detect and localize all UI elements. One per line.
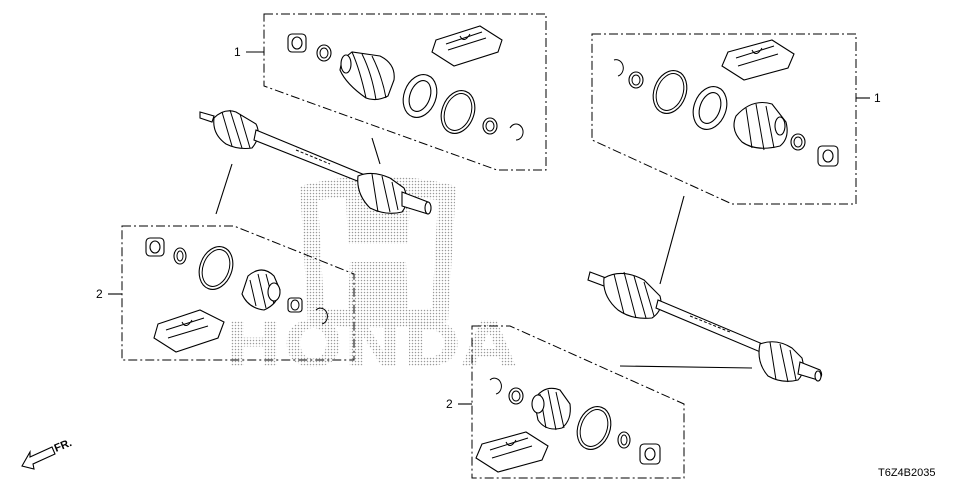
snap-ring: [489, 377, 502, 395]
boot-band: [652, 70, 688, 114]
grease-packet: [431, 25, 503, 67]
joint-boot: [531, 387, 571, 431]
small-band: [287, 297, 303, 313]
lock-nut: [145, 237, 165, 257]
snap-ring: [509, 123, 524, 141]
circlip: [790, 133, 806, 151]
callout-label: 2: [96, 287, 103, 301]
leader-line: [215, 163, 233, 215]
snap-ring: [613, 59, 624, 77]
circlip: [173, 247, 187, 265]
callout-label: 2: [446, 397, 453, 411]
kit-box: [263, 13, 547, 171]
small-band: [508, 387, 524, 405]
kit1-top-left: 1: [234, 13, 547, 171]
joint-boot: [339, 51, 395, 101]
cv-joint-housing: [402, 74, 438, 118]
diagram-code: T6Z4B2035: [878, 467, 935, 479]
circlip: [617, 431, 631, 449]
kit-box: [471, 325, 685, 479]
boot-band: [576, 406, 612, 450]
grease-packet: [721, 39, 795, 81]
driveshaft-left: [199, 109, 432, 215]
kit2-bottom: 2: [446, 325, 685, 479]
front-label: FR.: [53, 437, 74, 455]
kit-box: [591, 33, 857, 205]
honda-watermark: HONDA: [224, 176, 516, 381]
leader-line: [659, 195, 685, 285]
joint-boot: [241, 269, 281, 311]
kit1-top-right: 1: [591, 33, 881, 205]
leader-line: [371, 137, 381, 165]
small-band: [628, 71, 644, 89]
callout-label: 1: [874, 91, 881, 105]
honda-wordmark: HONDA: [224, 308, 516, 381]
grease-packet: [153, 309, 225, 353]
lock-nut: [639, 443, 661, 465]
kit-box: [121, 225, 355, 361]
front-direction-arrow: FR.: [21, 437, 74, 470]
boot-band: [440, 90, 476, 134]
lock-nut: [817, 145, 839, 167]
kit2-left: 2: [96, 225, 355, 361]
joint-boot: [733, 101, 788, 151]
snap-ring: [315, 307, 328, 325]
boot-band: [198, 246, 234, 290]
small-band: [482, 117, 498, 135]
callout-label: 1: [234, 45, 241, 59]
driveshaft-right: [587, 271, 823, 383]
cv-joint-housing: [692, 86, 728, 130]
grease-packet: [475, 431, 549, 473]
leader-line: [619, 365, 753, 369]
circlip: [316, 44, 332, 62]
lock-nut: [287, 33, 307, 53]
